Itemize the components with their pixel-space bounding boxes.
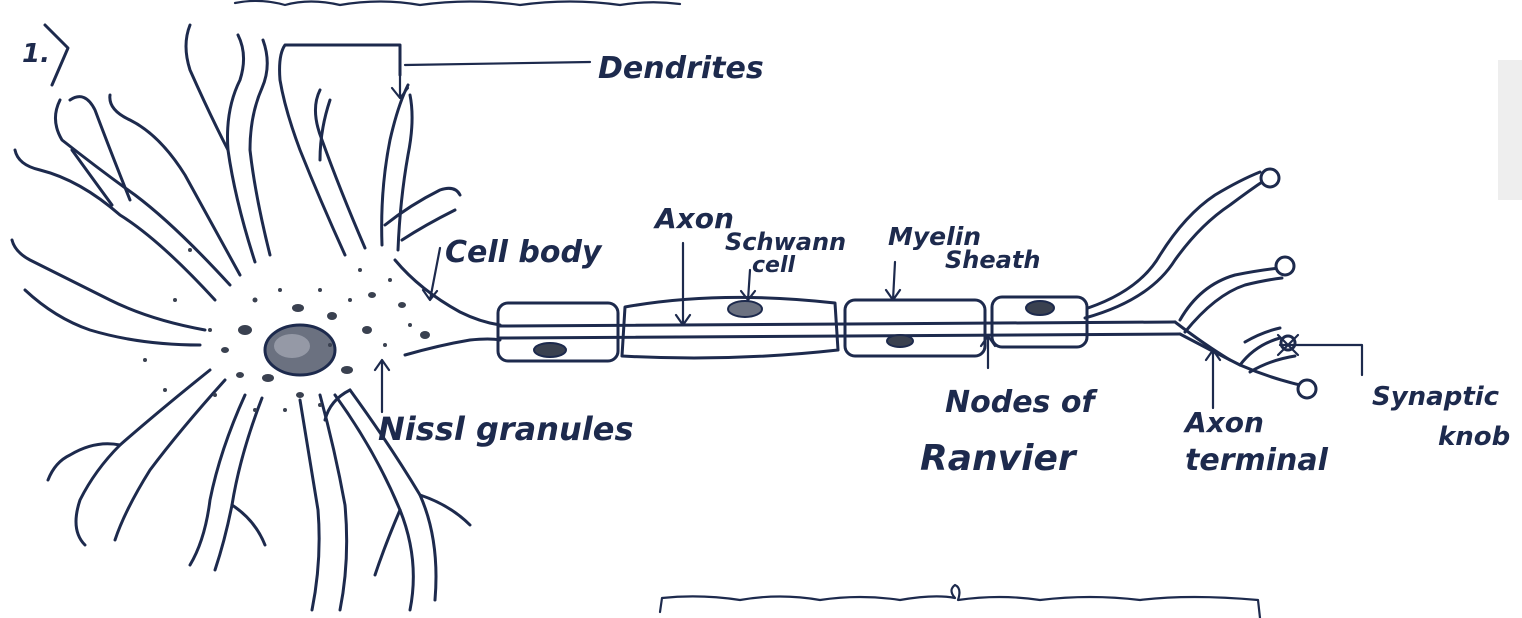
label-nodes-line2: Ranvier — [920, 438, 1078, 479]
axon-terminal-branches — [1085, 172, 1300, 385]
figure-number: 1. — [22, 39, 50, 69]
synaptic-knob — [1276, 257, 1294, 275]
dendrite-branches — [12, 25, 500, 610]
myelin-segments — [498, 297, 1087, 361]
synaptic-knob — [1261, 169, 1279, 187]
label-schwann-line2: cell — [752, 253, 796, 278]
bottom-scribble — [660, 585, 1260, 618]
heading-scribble — [235, 1, 680, 5]
schwann-cell-nuclei — [534, 301, 1054, 357]
label-axon: Axon — [653, 202, 734, 235]
label-schwann-line1: Schwann — [725, 228, 846, 256]
axon — [500, 322, 1180, 338]
label-nissl-granules: Nissl granules — [378, 410, 634, 448]
cell-body — [265, 325, 335, 375]
label-axon-terminal-line1: Axon — [1183, 406, 1264, 439]
page-edge-shadow — [1498, 60, 1522, 200]
label-cell-body: Cell body — [445, 235, 603, 270]
label-myelin-line2: Sheath — [945, 246, 1040, 274]
label-synaptic-line2: knob — [1438, 422, 1510, 452]
synaptic-knob — [1281, 336, 1295, 350]
synaptic-knob — [1298, 380, 1316, 398]
label-axon-terminal-line2: terminal — [1185, 443, 1329, 478]
label-synaptic-line1: Synaptic — [1372, 382, 1500, 412]
label-nodes-line1: Nodes of — [945, 385, 1098, 420]
label-dendrites: Dendrites — [598, 51, 764, 86]
